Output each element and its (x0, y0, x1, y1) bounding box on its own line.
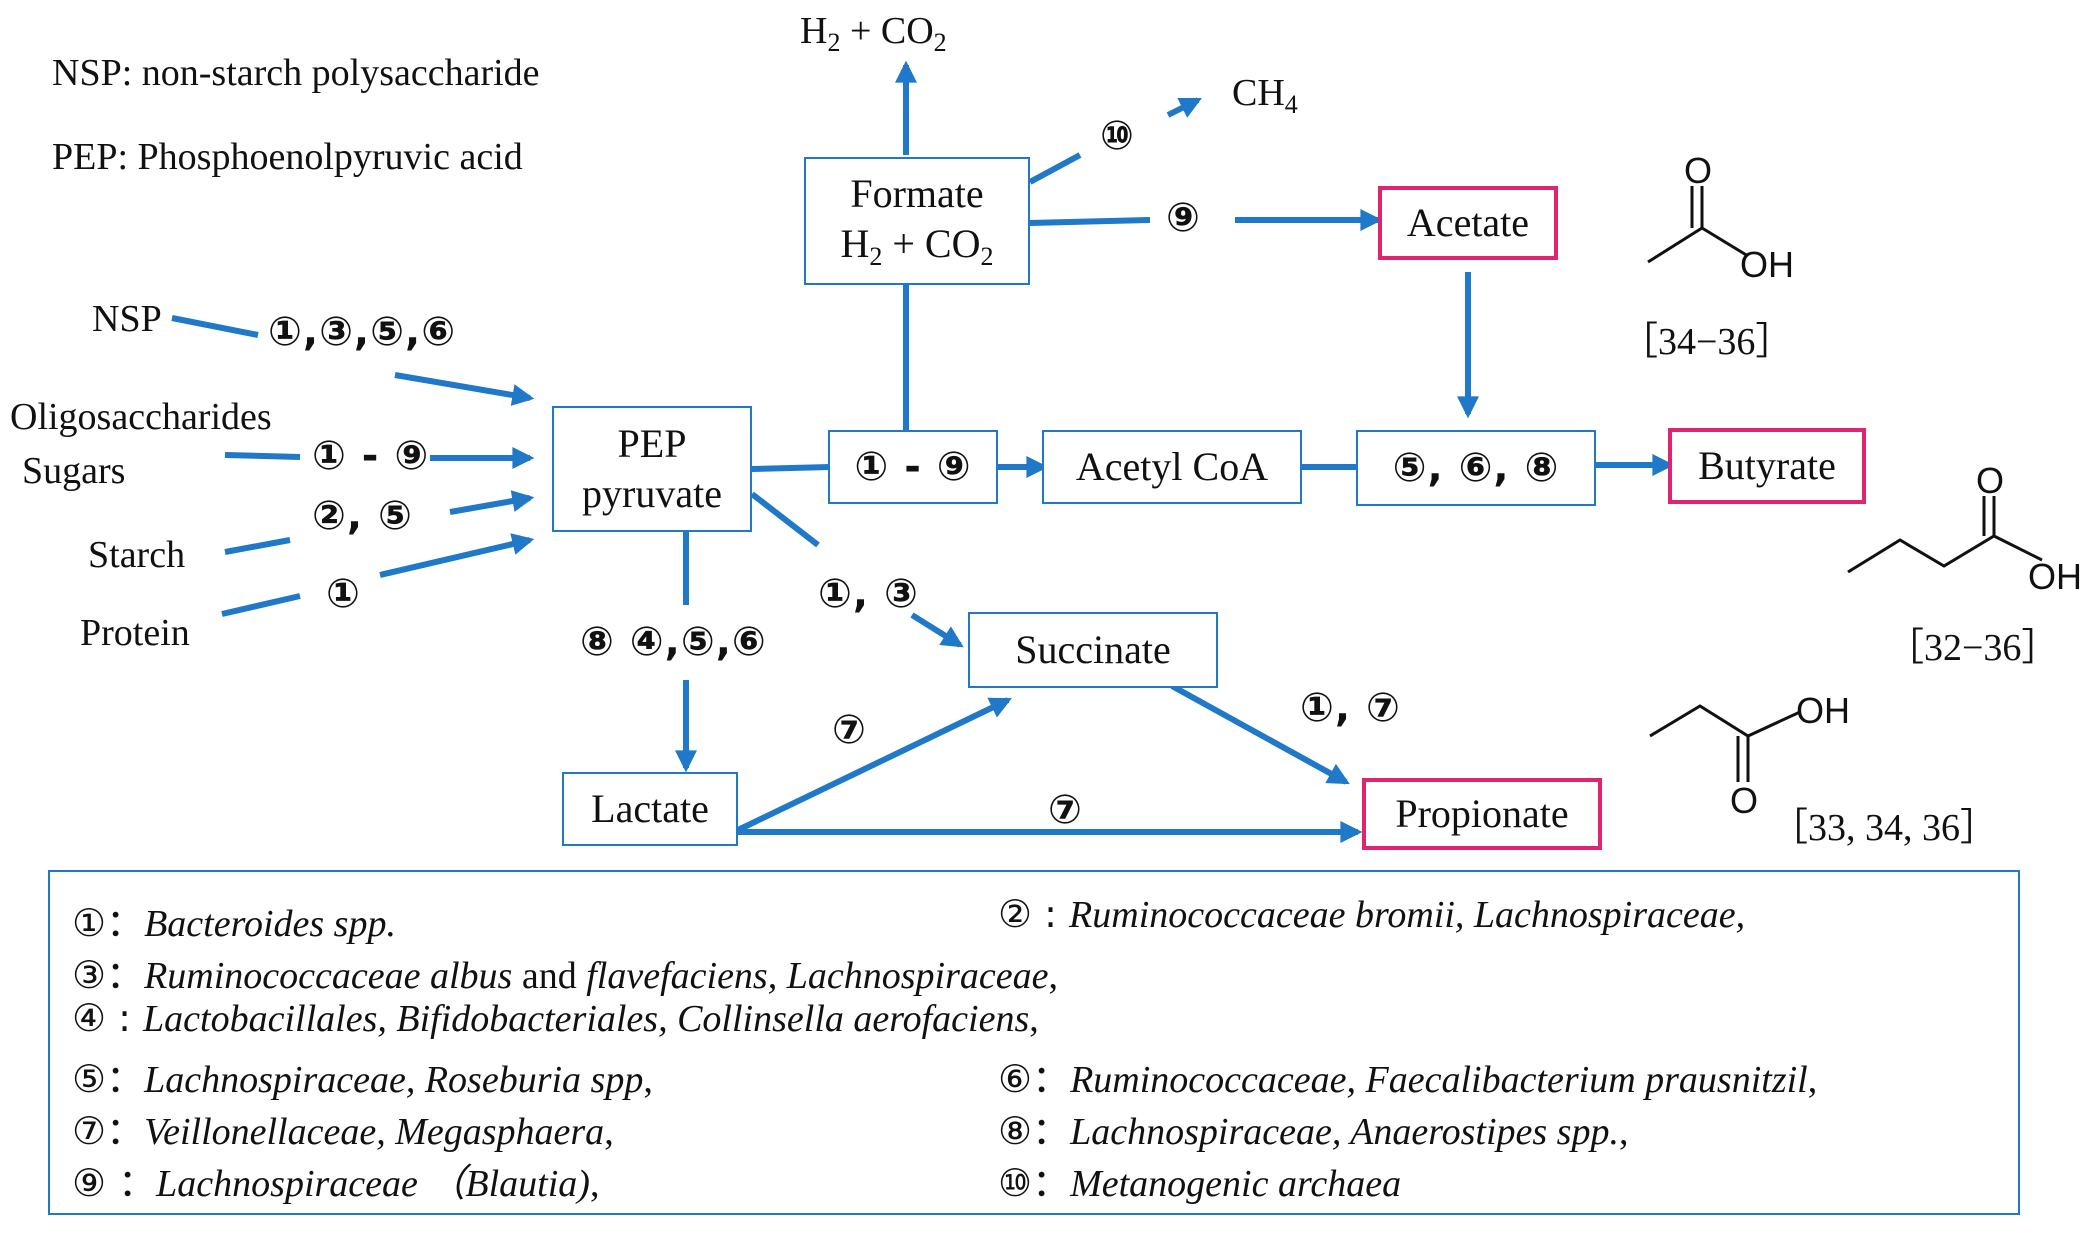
pep-acetyl-steps-box: ① - ⑨ (828, 430, 998, 504)
legend-item-1: ①：Bacteroides spp. (72, 901, 396, 945)
source-sugars: Sugars (22, 450, 126, 492)
arrow-formate-acetate (1029, 217, 1151, 226)
arrow-nsp-2 (394, 372, 535, 406)
legend-item-4: ④ : Lactobacillales, Bifidobacteriales, … (72, 996, 1039, 1040)
arrow-protein (221, 593, 301, 617)
butyric-acid-structure (1847, 496, 2043, 574)
propionic-acid-structure (1649, 704, 1801, 782)
source-protein: Protein (80, 612, 190, 654)
ref-acetate: ［34−36］ (1620, 321, 1794, 363)
steps-lactate-succinate: ⑦ (832, 707, 867, 753)
formate-h2-co2: H2 + CO2 (840, 220, 994, 271)
steps-pep-succinate: ①, ③ (818, 571, 919, 617)
formate-box: Formate H2 + CO2 (804, 157, 1030, 285)
acetate-box: Acetate (1378, 186, 1558, 260)
ch4-label: CH4 (1232, 72, 1298, 119)
propionate-label: Propionate (1395, 791, 1569, 836)
ref-butyrate: ［32−36］ (1886, 627, 2060, 669)
pyruvate-label: pyruvate (582, 471, 722, 516)
source-oligosaccharides: Oligosaccharides (10, 396, 272, 438)
acetyl-coa-label: Acetyl CoA (1075, 444, 1269, 489)
acetate-label: Acetate (1406, 200, 1530, 245)
acetic-oh: OH (1740, 244, 1794, 285)
acetic-acid-structure (1647, 186, 1749, 264)
legend-item-10: ⑩：Metanogenic archaea (998, 1161, 1402, 1205)
lactate-box: Lactate (562, 772, 738, 846)
butyrate-box: Butyrate (1668, 428, 1866, 504)
arrow-lactate-succinate (736, 697, 1012, 833)
legend-item-7: ⑦：Veillonellaceae, Megasphaera, (72, 1109, 614, 1153)
legend-item-5: ⑤：Lachnospiraceae, Roseburia spp, (72, 1057, 653, 1101)
butyric-o: O (1976, 460, 2005, 501)
arrow-starch (224, 537, 291, 555)
h2-co2-top: H2 + CO2 (800, 10, 947, 57)
arrow-succinate-propionate (1170, 683, 1350, 785)
acetyl-coa-box: Acetyl CoA (1042, 430, 1302, 504)
steps-pep-acetyl: ① - ⑨ (854, 444, 972, 490)
source-starch: Starch (88, 534, 186, 576)
source-nsp: NSP (92, 298, 162, 340)
steps-formate-acetate: ⑨ (1166, 195, 1201, 241)
steps-pep-lactate: ⑧ ④,⑤,⑥ (580, 619, 767, 665)
legend-box: ①：Bacteroides spp. ② : Ruminococcaceae b… (48, 870, 2020, 1215)
legend-item-2: ② : Ruminococcaceae bromii, Lachnospirac… (998, 892, 1746, 936)
acetyl-butyrate-steps-box: ⑤, ⑥, ⑧ (1356, 430, 1596, 506)
succinate-label: Succinate (1015, 627, 1171, 672)
steps-starch: ②, ⑤ (312, 493, 413, 539)
arrow-pep-acetyl (751, 464, 831, 472)
lactate-label: Lactate (591, 786, 709, 831)
steps-nsp: ①,③,⑤,⑥ (268, 309, 457, 355)
succinate-box: Succinate (968, 612, 1218, 688)
pep-label: PEP (617, 421, 687, 466)
legend-item-6: ⑥：Ruminococcaceae, Faecalibacterium prau… (998, 1057, 1818, 1101)
steps-oligo: ① - ⑨ (312, 433, 430, 479)
arrow-pep-succinate (750, 491, 820, 548)
abbrev-pep: PEP: Phosphoenolpyruvic acid (52, 136, 523, 178)
arrow-formate-ch4-2 (1166, 97, 1202, 118)
steps-protein: ① (326, 571, 361, 617)
propionate-box: Propionate (1362, 778, 1602, 850)
steps-succinate-propionate: ①, ⑦ (1300, 685, 1401, 731)
abbrev-nsp: NSP: non-starch polysaccharide (52, 52, 540, 94)
steps-formate-ch4: ⑩ (1100, 113, 1135, 159)
legend-item-3: ③：Ruminococcaceae albus and flavefaciens… (72, 953, 1058, 997)
arrow-pep-succinate-2 (910, 612, 964, 648)
butyric-oh: OH (2028, 556, 2082, 597)
propionic-oh: OH (1796, 690, 1850, 731)
propionic-o: O (1730, 780, 1759, 821)
pep-pyruvate-box: PEP pyruvate (552, 406, 752, 532)
acetic-o: O (1684, 150, 1713, 191)
steps-lactate-propionate: ⑦ (1048, 787, 1083, 833)
arrow-oligo (224, 452, 301, 460)
formate-label: Formate (850, 170, 984, 216)
arrow-protein-2 (379, 533, 535, 578)
legend-item-9: ⑨ ：Lachnospiraceae （Blautia), (72, 1161, 600, 1205)
legend-item-8: ⑧：Lachnospiraceae, Anaerostipes spp., (998, 1109, 1629, 1153)
arrow-starch-2 (449, 490, 535, 515)
arrow-formate-ch4 (1028, 152, 1082, 185)
butyrate-label: Butyrate (1698, 443, 1836, 488)
steps-acetyl-butyrate: ⑤, ⑥, ⑧ (1392, 445, 1560, 491)
ref-propionate: ［33, 34, 36］ (1770, 807, 1999, 849)
arrow-nsp (171, 315, 259, 338)
